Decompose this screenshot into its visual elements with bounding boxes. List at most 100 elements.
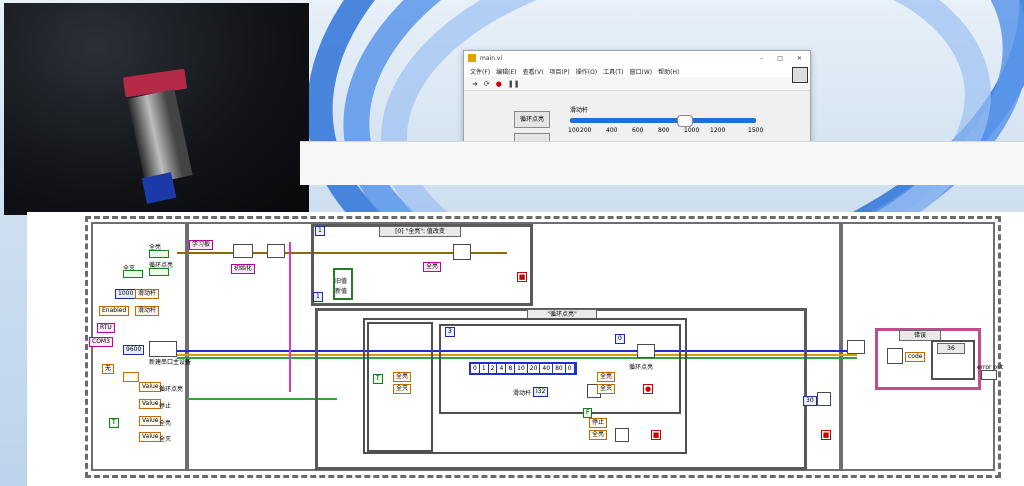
menu-file[interactable]: 文件(F) xyxy=(470,68,491,76)
bottom-select-node[interactable] xyxy=(615,428,629,442)
array-element: 40 xyxy=(540,364,554,373)
code-value-selector[interactable]: 36 xyxy=(937,343,965,354)
true-const-left[interactable]: T xyxy=(109,418,119,428)
value-label-4: 全灭 xyxy=(159,436,172,443)
menu-operate[interactable]: 操作(O) xyxy=(575,68,598,76)
wait-ms-node[interactable] xyxy=(817,392,831,406)
menu-project[interactable]: 项目(P) xyxy=(549,68,570,76)
led-pattern-array[interactable]: 0 1 2 4 8 10 20 40 80 0 xyxy=(469,362,577,375)
error-case-selector[interactable]: 错误 xyxy=(899,330,941,341)
wire-bus-5 xyxy=(187,398,337,400)
slider-track[interactable] xyxy=(570,115,756,127)
loop-light-label: 循环点亮 xyxy=(149,262,174,269)
loop-light-button-label: 循环点亮 xyxy=(519,116,544,123)
slider-tick: 1000 xyxy=(684,127,700,134)
top-event-write-node[interactable] xyxy=(453,244,471,260)
slider-tick: 800 xyxy=(658,127,670,134)
all-on-bool[interactable] xyxy=(149,250,169,258)
pause-icon[interactable]: ❚❚ xyxy=(507,79,520,88)
main-stop-icon[interactable]: ■ xyxy=(821,430,831,440)
learn-board-const[interactable]: 学习板 xyxy=(189,240,214,250)
all-on-ref-main[interactable]: 全亮 xyxy=(393,372,412,382)
stop-ref-label: 停止 xyxy=(592,419,605,426)
event-data-node[interactable] xyxy=(333,268,353,300)
none-const[interactable]: 无 xyxy=(102,364,115,374)
init-node-1[interactable] xyxy=(233,244,253,258)
error-out-label: error out xyxy=(977,364,1004,371)
menu-edit[interactable]: 编辑(E) xyxy=(496,68,517,76)
slider-tick: 1500 xyxy=(748,127,764,134)
all-off-ref-inner[interactable]: 全灭 xyxy=(597,384,616,394)
loop-light-button[interactable]: 循环点亮 xyxy=(514,111,550,128)
stop-ref[interactable]: 停止 xyxy=(589,418,608,428)
index-3: 3 xyxy=(445,327,455,337)
abort-icon[interactable]: ● xyxy=(495,79,502,88)
all-off-ref-inner-label: 全灭 xyxy=(600,385,613,392)
baud-const[interactable]: 9600 xyxy=(123,345,145,355)
slider-terminal[interactable]: I32 xyxy=(533,387,549,397)
all-on-ref-inner[interactable]: 全亮 xyxy=(597,372,616,382)
top-event-case-selector[interactable]: [0] "全亮": 值改变 xyxy=(379,226,461,237)
unbundle-error-node[interactable] xyxy=(887,348,903,364)
stop-indicator-icon[interactable]: ● xyxy=(643,384,653,394)
all-on-ref-inner-label: 全亮 xyxy=(600,373,613,380)
com-port-const[interactable]: COM3 xyxy=(89,337,113,347)
init-const[interactable]: 初始化 xyxy=(231,264,256,274)
error-case-structure[interactable] xyxy=(875,328,981,390)
menu-help[interactable]: 帮助(H) xyxy=(658,68,680,76)
run-continuous-icon[interactable]: ⟳ xyxy=(483,79,490,88)
true-const-main[interactable]: T xyxy=(373,374,383,384)
slider-thumb[interactable] xyxy=(676,115,693,127)
const-30[interactable]: 30 xyxy=(803,396,817,406)
minimize-button[interactable]: – xyxy=(760,54,764,62)
array-element: 20 xyxy=(528,364,541,373)
value-ref-1[interactable]: Value xyxy=(139,382,162,392)
left-sub-frame[interactable] xyxy=(367,322,433,452)
code-value: 36 xyxy=(947,345,955,352)
run-arrow-icon[interactable]: ➜ xyxy=(472,79,478,88)
blue-connector xyxy=(141,172,177,204)
vi-icon xyxy=(792,67,808,83)
init-node-2[interactable] xyxy=(267,244,285,258)
menu-view[interactable]: 查看(V) xyxy=(522,68,544,76)
const-0[interactable]: 0 xyxy=(615,334,625,344)
array-element: 1 xyxy=(480,364,489,373)
all-on-ref-bottom[interactable]: 全亮 xyxy=(589,430,608,440)
main-event-structure[interactable] xyxy=(363,318,687,454)
none-const-2[interactable] xyxy=(123,372,139,382)
value-ref-4[interactable]: Value xyxy=(139,432,162,442)
enabled-const[interactable]: Enabled xyxy=(99,306,130,316)
all-off-ref-main-label: 全灭 xyxy=(396,385,409,392)
inner-while-loop[interactable] xyxy=(439,324,681,414)
top-event-structure[interactable] xyxy=(311,224,533,306)
stop-icon[interactable]: ■ xyxy=(517,272,527,282)
menu-tools[interactable]: 工具(T) xyxy=(603,68,624,76)
close-button[interactable]: ✕ xyxy=(796,54,802,62)
rtu-const[interactable]: RTU xyxy=(97,323,115,333)
maximize-button[interactable]: □ xyxy=(777,54,783,62)
all-off-bool[interactable] xyxy=(123,270,143,278)
error-out-terminal[interactable] xyxy=(981,370,997,380)
write-register-node[interactable] xyxy=(637,344,655,358)
close-frame[interactable] xyxy=(841,222,995,471)
wire-bus-4 xyxy=(177,252,507,254)
value-ref-3[interactable]: Value xyxy=(139,416,162,426)
false-const[interactable]: F xyxy=(583,408,593,418)
wire-bus-1 xyxy=(177,350,857,352)
outer-flat-sequence[interactable] xyxy=(85,216,1001,478)
all-on-ref[interactable]: 全亮 xyxy=(423,262,442,272)
slider-property-node[interactable]: 滑动杆 xyxy=(135,289,160,299)
const-1000[interactable]: 1000 xyxy=(115,289,137,299)
slider-property-node-2[interactable]: 滑动杆 xyxy=(135,306,160,316)
close-serial-node[interactable] xyxy=(847,340,865,354)
create-serial-master-node[interactable] xyxy=(149,341,177,357)
bottom-stop-icon[interactable]: ■ xyxy=(651,430,661,440)
value-label-2: 停止 xyxy=(159,403,172,410)
loop-light-bool[interactable] xyxy=(149,268,169,276)
value-ref-2[interactable]: Value xyxy=(139,399,162,409)
slider-tick: 100 xyxy=(568,127,580,134)
all-off-ref-main[interactable]: 全灭 xyxy=(393,384,412,394)
inner-code-case[interactable] xyxy=(931,340,975,380)
menu-window[interactable]: 窗口(W) xyxy=(629,68,653,76)
main-frame[interactable] xyxy=(187,222,841,471)
